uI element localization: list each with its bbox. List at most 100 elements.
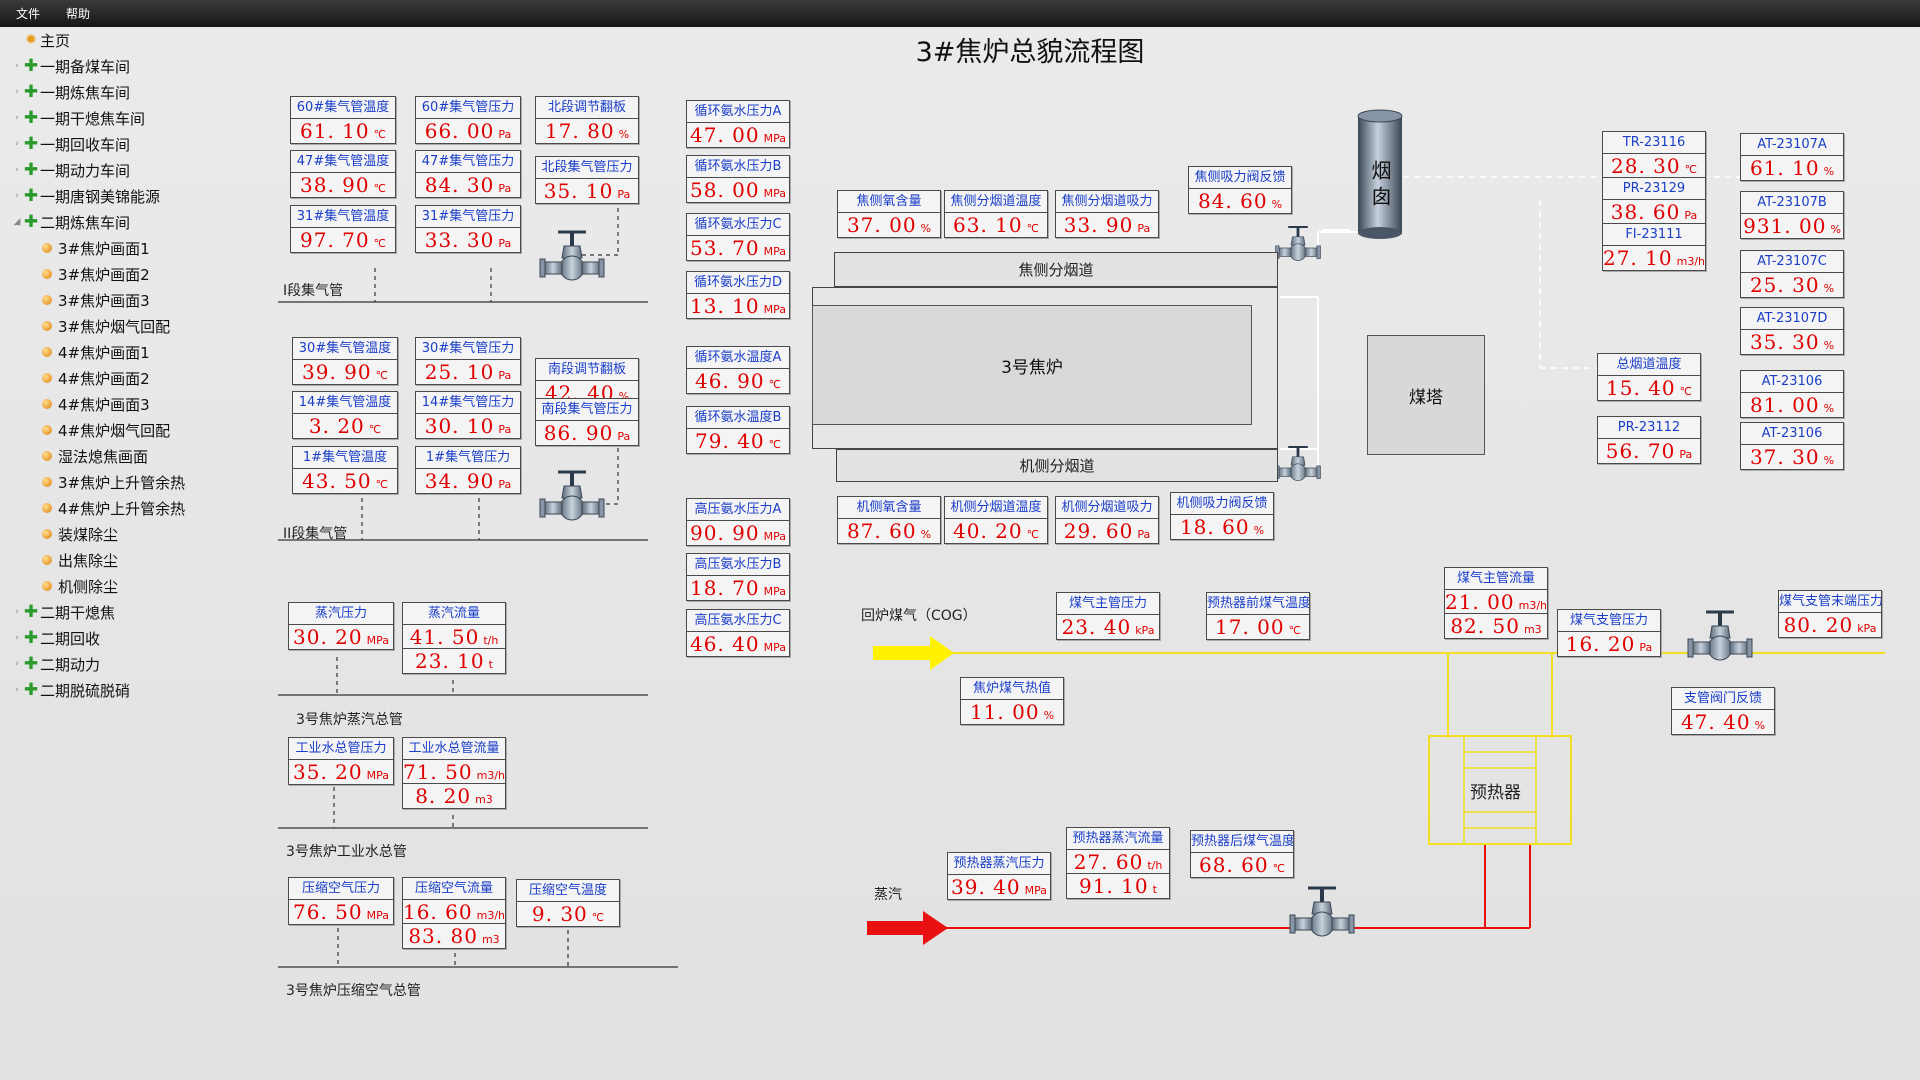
tree-item[interactable]: 湿法熄焦画面: [42, 443, 148, 469]
tree-item[interactable]: ›✚二期脱硫脱硝: [12, 677, 130, 703]
tree-item[interactable]: 出焦除尘: [42, 547, 118, 573]
expand-arrow-icon[interactable]: ›: [15, 685, 19, 695]
coal-tower-box[interactable]: 煤塔: [1367, 335, 1485, 455]
menu-item-0[interactable]: 文件: [16, 7, 41, 21]
tree-item[interactable]: 3#焦炉画面3: [42, 287, 150, 313]
expand-arrow-icon[interactable]: ›: [15, 191, 19, 201]
expand-arrow-icon[interactable]: ›: [15, 607, 19, 617]
tree-item[interactable]: ›✚一期回收车间: [12, 131, 130, 157]
tree-item[interactable]: 3#焦炉画面1: [42, 235, 150, 261]
tree-item[interactable]: 4#焦炉画面3: [42, 391, 150, 417]
tree-item[interactable]: ◢✚二期炼焦车间: [12, 209, 130, 235]
tree-item[interactable]: ›✚一期干熄焦车间: [12, 105, 145, 131]
expand-arrow-icon[interactable]: ›: [15, 113, 19, 123]
expand-arrow-icon[interactable]: ›: [15, 87, 19, 97]
expand-arrow-icon[interactable]: ›: [15, 633, 19, 643]
coke-oven-box[interactable]: 3号焦炉: [812, 305, 1252, 425]
tree-item[interactable]: ›✚一期备煤车间: [12, 53, 130, 79]
expand-arrow-icon[interactable]: ›: [15, 139, 19, 149]
seg1-valve-icon[interactable]: [539, 230, 605, 281]
tree-item[interactable]: 3#焦炉上升管余热: [42, 469, 185, 495]
tree-item[interactable]: ›✚一期唐钢美锦能源: [12, 183, 160, 209]
cog-branch-valve-icon[interactable]: [1687, 610, 1753, 661]
tree-item[interactable]: 机侧除尘: [42, 573, 118, 599]
tree-item[interactable]: 3#焦炉画面2: [42, 261, 150, 287]
steam-valve-icon[interactable]: [1289, 886, 1355, 937]
tree-item[interactable]: ›✚一期炼焦车间: [12, 79, 130, 105]
menu-item-1[interactable]: 帮助: [66, 7, 91, 21]
tree-item[interactable]: ›✚二期动力: [12, 651, 100, 677]
tree-item[interactable]: 3#焦炉烟气回配: [42, 313, 170, 339]
tree-item[interactable]: 4#焦炉画面1: [42, 339, 150, 365]
expand-arrow-icon[interactable]: ›: [15, 61, 19, 71]
tree-item[interactable]: ›✚一期动力车间: [12, 157, 130, 183]
collapse-arrow-icon[interactable]: ◢: [13, 217, 21, 227]
expand-arrow-icon[interactable]: ›: [15, 165, 19, 175]
tree-item[interactable]: 4#焦炉画面2: [42, 365, 150, 391]
tree-item[interactable]: 4#焦炉烟气回配: [42, 417, 170, 443]
seg2-valve-icon[interactable]: [539, 470, 605, 521]
tree-item[interactable]: 装煤除尘: [42, 521, 118, 547]
machine-flue-valve-icon[interactable]: [1275, 445, 1321, 481]
coke-flue-valve-icon[interactable]: [1275, 225, 1321, 261]
